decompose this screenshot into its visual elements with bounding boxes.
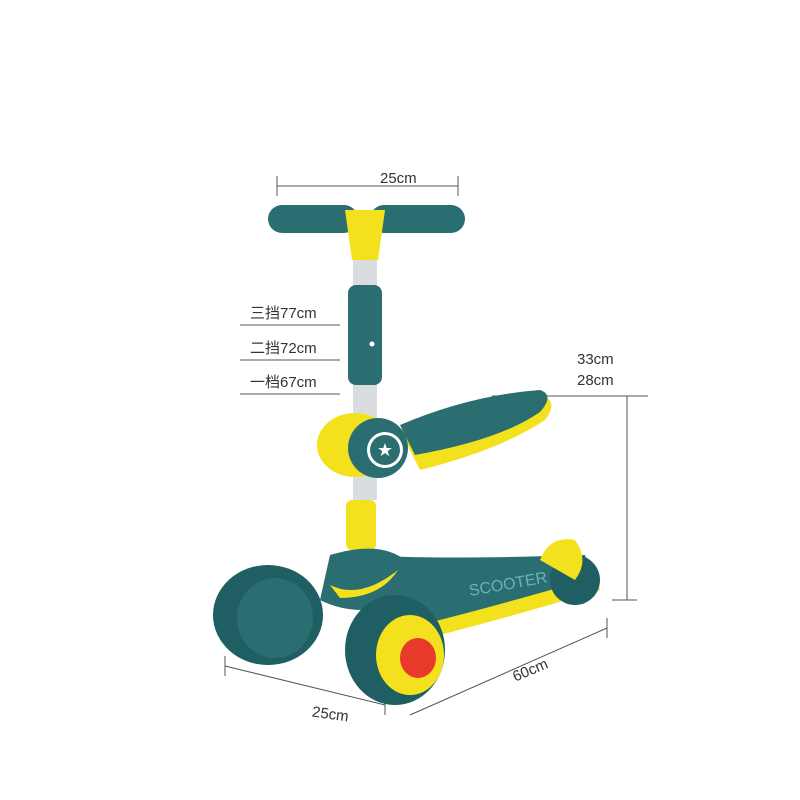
seat: ★ [317, 390, 552, 478]
height-level-3-label: 三挡77cm [250, 305, 317, 322]
svg-text:★: ★ [377, 440, 393, 460]
height-level-1-label: 一档67cm [250, 374, 317, 391]
handlebar-width-label: 25cm [380, 170, 417, 187]
seat-height-low-label: 28cm [577, 372, 614, 389]
height-adjuster [348, 285, 382, 385]
handlebar [268, 205, 465, 260]
seat-height-high-label: 33cm [577, 351, 614, 368]
height-level-2-label: 二挡72cm [250, 340, 317, 357]
wheels [213, 539, 600, 705]
